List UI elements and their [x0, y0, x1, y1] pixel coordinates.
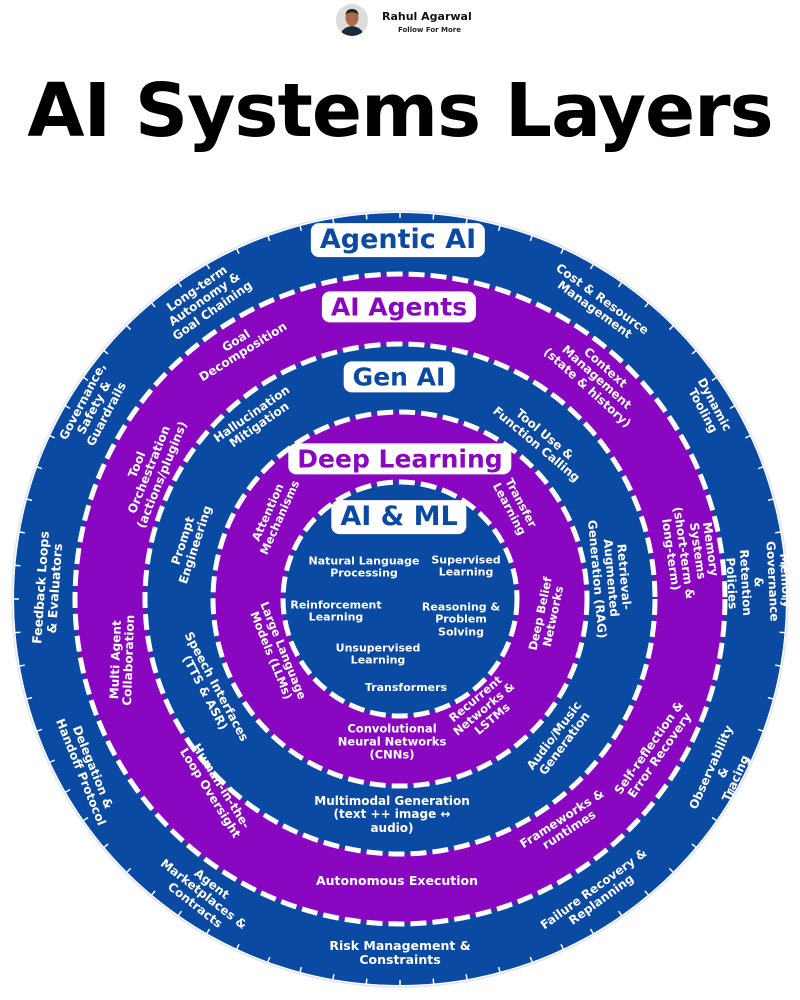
edge-tick	[617, 282, 623, 288]
edge-tick	[617, 910, 623, 916]
edge-tick	[711, 816, 717, 822]
layer-ring-4	[283, 482, 517, 716]
layer-title-ai-ml: AI & ML	[331, 500, 467, 534]
edge-tick	[26, 696, 33, 700]
edge-tick	[757, 466, 763, 470]
edge-tick	[465, 974, 468, 980]
edge-tick	[775, 664, 781, 667]
edge-tick	[668, 325, 674, 331]
edge-tick	[65, 405, 71, 410]
edge-tick	[151, 302, 156, 308]
edge-tick	[206, 264, 211, 270]
edge-tick	[744, 435, 751, 439]
edge-tick	[729, 405, 735, 410]
layer-item: Multimodal Generation (text ++ image ↔ a…	[314, 793, 470, 835]
edge-tick	[103, 350, 109, 355]
edge-tick	[644, 890, 649, 896]
edge-tick	[775, 531, 781, 534]
edge-tick	[236, 943, 240, 950]
edge-tick	[177, 282, 183, 288]
person-avatar-icon	[336, 4, 368, 36]
edge-tick	[65, 788, 71, 793]
edge-tick	[151, 890, 156, 896]
edge-tick	[267, 236, 271, 242]
layer-item: Transformers	[364, 680, 448, 694]
layer-title-gen-ai: Gen AI	[343, 361, 455, 393]
layer-item: Multi Agent Collaboration	[107, 614, 138, 706]
layer-title-agentic-ai: Agentic AI	[310, 223, 486, 257]
edge-tick	[299, 225, 303, 232]
edge-tick	[589, 928, 594, 934]
layer-item: Unsupervised Learning	[335, 641, 421, 667]
layer-title-deep-learning: Deep Learning	[288, 443, 512, 475]
edge-tick	[691, 350, 697, 355]
edge-tick	[177, 910, 183, 916]
edge-tick	[497, 225, 501, 232]
edge-tick	[757, 728, 763, 732]
edge-tick	[589, 264, 594, 270]
edge-tick	[49, 759, 56, 763]
author-avatar	[336, 4, 368, 36]
layer-separator	[142, 341, 658, 857]
edge-tick	[37, 728, 43, 732]
layer-title-ai-agents: AI Agents	[321, 291, 477, 323]
layer-item: Reasoning & Problem Solving	[421, 600, 501, 639]
edge-tick	[767, 498, 774, 502]
edge-tick	[332, 218, 335, 224]
edge-tick	[126, 867, 132, 873]
edge-tick	[126, 325, 132, 331]
edge-tick	[711, 376, 717, 382]
layer-separator	[280, 479, 520, 719]
layer-item: Natural Language Processing	[308, 554, 420, 580]
edge-tick	[49, 435, 56, 439]
edge-tick	[267, 956, 271, 962]
edge-tick	[465, 218, 468, 224]
edge-tick	[729, 788, 735, 793]
author-name: Rahul Agarwal	[382, 10, 472, 23]
edge-tick	[744, 759, 751, 763]
edge-tick	[560, 943, 564, 950]
layer-item: Supervised Learning	[431, 553, 501, 579]
layer-item: Risk Management & Constraints	[329, 938, 471, 967]
edge-tick	[37, 466, 43, 470]
layer-item: Memory Governance & Retention Policies	[723, 540, 794, 622]
layer-item: Reinforcement Learning	[290, 598, 382, 624]
edge-tick	[83, 376, 89, 382]
edge-tick	[668, 867, 674, 873]
edge-tick	[19, 664, 25, 667]
layer-item: Convolutional Neural Networks (CNNs)	[337, 721, 447, 762]
edge-tick	[103, 843, 109, 848]
layer-separator	[72, 271, 728, 927]
edge-tick	[497, 966, 501, 973]
edge-tick	[691, 843, 697, 848]
edge-tick	[299, 966, 303, 973]
edge-tick	[19, 531, 25, 534]
layer-separator	[210, 409, 590, 789]
page-title: AI Systems Layers	[27, 68, 773, 154]
edge-tick	[767, 696, 774, 700]
edge-tick	[206, 928, 211, 934]
edge-tick	[560, 248, 564, 255]
edge-tick	[332, 974, 335, 980]
edge-tick	[236, 248, 240, 255]
layer-item: Autonomous Execution	[315, 873, 479, 888]
follow-text: Follow For More	[398, 26, 461, 34]
edge-tick	[529, 236, 533, 242]
edge-tick	[83, 816, 89, 822]
edge-tick	[26, 498, 33, 502]
edge-tick	[529, 956, 533, 962]
outer-edge	[11, 210, 789, 988]
edge-tick	[644, 302, 649, 308]
